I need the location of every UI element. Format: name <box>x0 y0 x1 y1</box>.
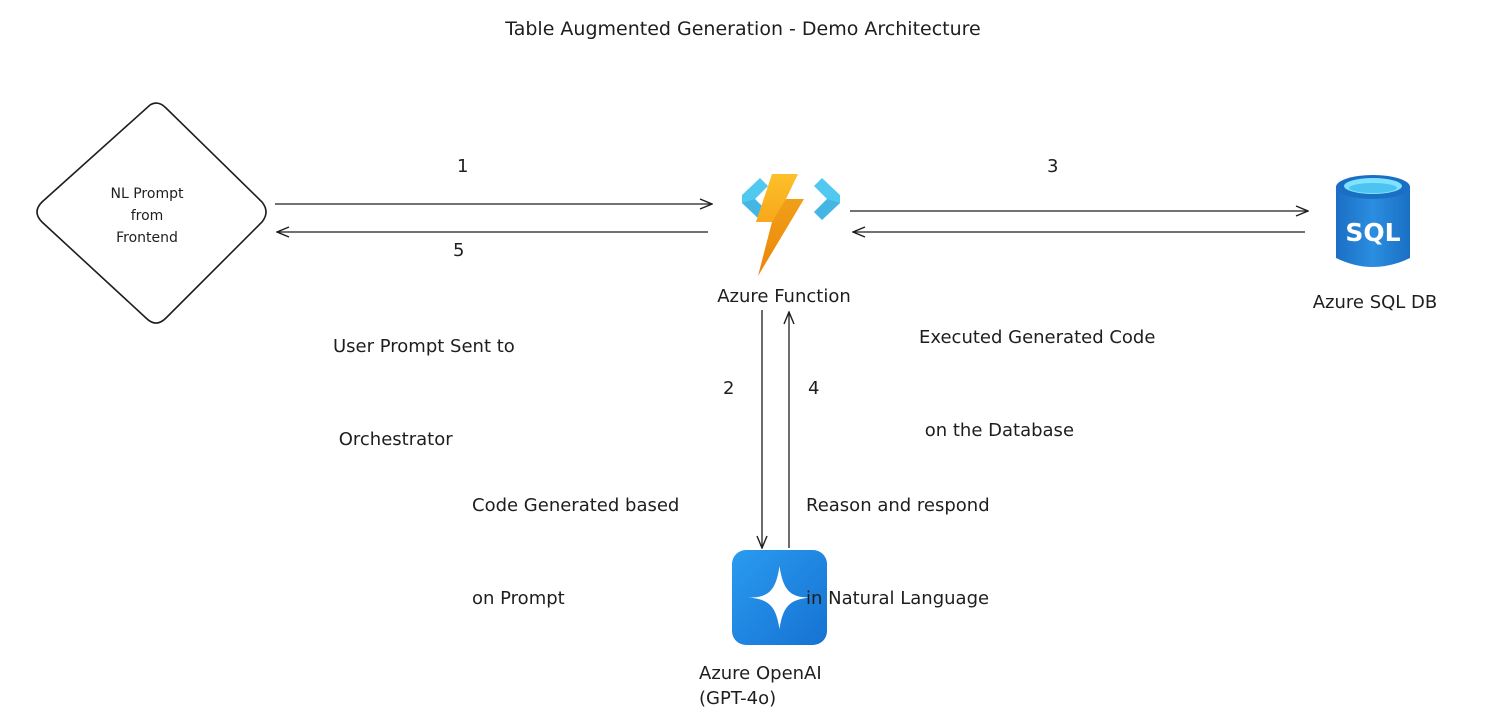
azure-openai-label-line-1: Azure OpenAI <box>699 663 822 684</box>
edge-label-code-generated-line-1: Code Generated based <box>472 495 680 516</box>
frontend-node-label: NL Prompt from Frontend <box>92 183 202 249</box>
edge-label-executed-line-1: Executed Generated Code <box>919 327 1156 348</box>
step-5-label: 5 <box>453 240 465 261</box>
sql-database-icon: SQL <box>1336 175 1410 267</box>
edge-label-executed: Executed Generated Code on the Database <box>919 260 1155 508</box>
edge-label-code-generated: Code Generated based on Prompt <box>472 428 679 676</box>
azure-openai-label-line-2: (GPT-4o) <box>699 688 777 709</box>
frontend-label-line-1: NL Prompt <box>110 186 184 202</box>
step-3-label: 3 <box>1047 156 1059 177</box>
diagram-title: Table Augmented Generation - Demo Archit… <box>505 18 981 40</box>
edge-label-reason-line-2: in Natural Language <box>806 588 990 609</box>
azure-sql-label: Azure SQL DB <box>1312 292 1438 313</box>
azure-function-label: Azure Function <box>717 286 851 307</box>
edge-label-executed-line-2: on the Database <box>919 420 1075 441</box>
frontend-label-line-2: from <box>130 208 164 224</box>
sql-badge-text: SQL <box>1345 218 1400 247</box>
step-4-label: 4 <box>808 378 820 399</box>
edge-label-user-prompt-line-2: Orchestrator <box>333 429 453 450</box>
edge-label-reason-line-1: Reason and respond <box>806 495 990 516</box>
edge-label-code-generated-line-2: on Prompt <box>472 588 565 609</box>
edge-label-user-prompt: User Prompt Sent to Orchestrator <box>333 269 515 517</box>
step-1-label: 1 <box>457 156 469 177</box>
frontend-diamond <box>36 102 267 324</box>
step-2-label: 2 <box>723 378 735 399</box>
edge-label-reason: Reason and respond in Natural Language <box>806 428 990 676</box>
azure-openai-icon <box>732 550 827 645</box>
frontend-label-line-3: Frontend <box>116 230 178 246</box>
azure-function-icon <box>742 174 840 276</box>
edge-label-user-prompt-line-1: User Prompt Sent to <box>333 336 515 357</box>
